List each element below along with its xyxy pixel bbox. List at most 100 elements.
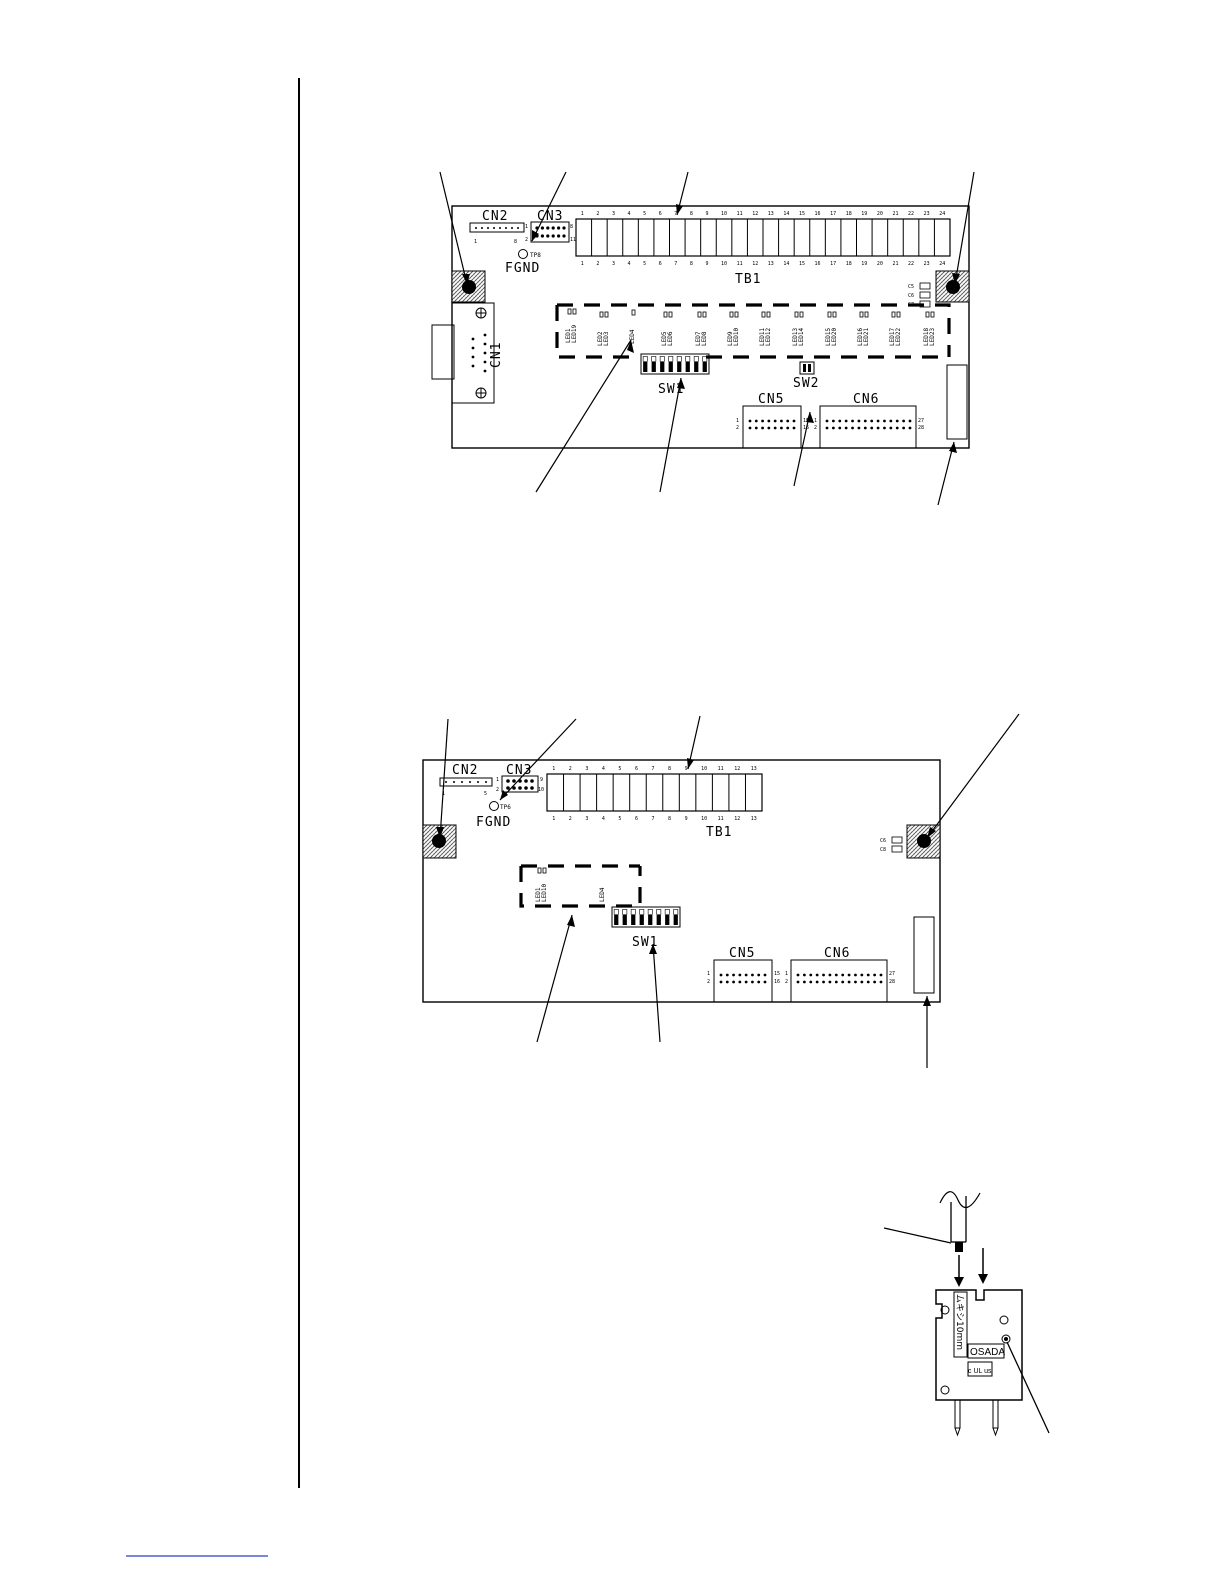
tb1-terminal-number: 7	[652, 816, 655, 822]
led-label: LED3	[603, 331, 610, 346]
connector-pin	[847, 973, 851, 977]
cn1-label: CN1	[489, 342, 504, 368]
connector-pin	[754, 426, 758, 430]
connector-pin	[744, 980, 748, 984]
connector-pin	[908, 426, 912, 430]
arrowheads	[462, 204, 960, 453]
connector-pin	[546, 226, 550, 230]
side-led-label: C7	[908, 302, 914, 308]
tb1-label: TB1	[706, 825, 732, 840]
connector-pin	[828, 973, 832, 977]
leader-line	[1006, 1341, 1050, 1434]
tb1-terminal-number: 13	[768, 261, 774, 267]
cn3-pin: 9	[540, 777, 543, 783]
led-label: LED10	[541, 884, 548, 902]
led-pad	[761, 311, 766, 318]
cn6-pin: 1	[814, 418, 817, 424]
connector-pin	[475, 227, 477, 229]
led-pad	[572, 308, 577, 315]
connector-pin	[780, 426, 783, 430]
tb1-terminal-number: 11	[737, 261, 743, 267]
tb1-terminal-number: 5	[618, 816, 621, 822]
dip-body	[640, 353, 710, 375]
dip-slot	[630, 909, 636, 915]
tb1-terminal-number: 15	[799, 211, 805, 217]
tb1-terminal-number: 10	[701, 816, 707, 822]
tp-label: TP6	[500, 804, 511, 811]
led-pad	[631, 309, 636, 316]
dsub-pin	[471, 355, 475, 359]
dip-lever	[648, 915, 653, 925]
dip-lever	[673, 915, 678, 925]
connector-pin	[866, 973, 870, 977]
cn6-pin: 2	[814, 425, 817, 431]
tb1-terminal-number: 10	[701, 766, 707, 772]
connector-pin	[822, 973, 825, 977]
connector-pin	[546, 234, 550, 238]
dsub-pin	[483, 333, 487, 337]
led-pad	[925, 311, 930, 318]
connector-pin	[792, 419, 796, 423]
connector-pin	[763, 973, 767, 977]
edge-connector	[913, 916, 935, 994]
connector-pin	[870, 426, 874, 430]
tb1-body	[546, 773, 763, 812]
tb1-terminal-number: 9	[685, 816, 688, 822]
tb1-terminal-number: 9	[685, 766, 688, 772]
connector-pin	[562, 226, 566, 230]
tb1-terminal-number: 6	[635, 816, 638, 822]
cn6-connector	[790, 959, 888, 1003]
cn3-connector	[530, 221, 570, 243]
tb1-terminal-number: 8	[690, 211, 693, 217]
cn6-pin: 27	[889, 971, 895, 977]
dip-lever	[631, 915, 636, 925]
connector-pin	[748, 426, 752, 430]
connector-pin	[761, 426, 764, 430]
sw1-dip-switch	[640, 353, 710, 375]
connector-pin	[851, 419, 854, 423]
tb1-label: TB1	[735, 272, 761, 287]
board-outline	[422, 759, 941, 1003]
connector-pin	[738, 973, 742, 977]
tb1-terminal-number: 10	[721, 261, 727, 267]
tb1-terminal-number: 19	[861, 211, 867, 217]
side-led-label: C8	[880, 847, 886, 853]
tb1-terminal-number: 2	[569, 816, 572, 822]
dip-slot	[622, 909, 628, 915]
led-label: LED18	[923, 328, 930, 346]
tb1-terminal-number: 14	[783, 261, 789, 267]
cn2-pin: 1	[474, 239, 477, 245]
dip-slot	[693, 356, 699, 362]
tb1-terminal-number: 1	[552, 816, 555, 822]
tb1-terminal-number: 6	[659, 261, 662, 267]
led-label: LED2	[597, 331, 604, 346]
led-label: LED12	[765, 328, 772, 346]
connector-pin	[511, 227, 513, 229]
led-pad	[604, 311, 609, 318]
connector-pin	[754, 419, 758, 423]
led-pad	[702, 311, 707, 318]
side-led	[919, 282, 931, 290]
dip-slot	[647, 909, 653, 915]
test-point	[489, 801, 499, 811]
sw2-dip-switch	[799, 361, 815, 375]
cn2-connector	[439, 777, 493, 787]
cn3-label: CN3	[506, 763, 532, 778]
connector-pin	[493, 227, 495, 229]
dip-lever	[694, 362, 699, 372]
connector-pin	[780, 419, 783, 423]
led-pad	[859, 311, 864, 318]
connector-pin	[854, 973, 857, 977]
cn2-pin: 5	[484, 791, 487, 797]
led-pad	[567, 308, 572, 315]
connector-pin	[796, 973, 800, 977]
connector-pin	[792, 426, 796, 430]
dip-lever	[614, 915, 619, 925]
connector-pin	[902, 419, 906, 423]
connector-pin	[763, 980, 767, 984]
connector-pin	[831, 419, 835, 423]
tb1-terminal-number: 13	[751, 816, 757, 822]
dip-slot	[656, 909, 662, 915]
